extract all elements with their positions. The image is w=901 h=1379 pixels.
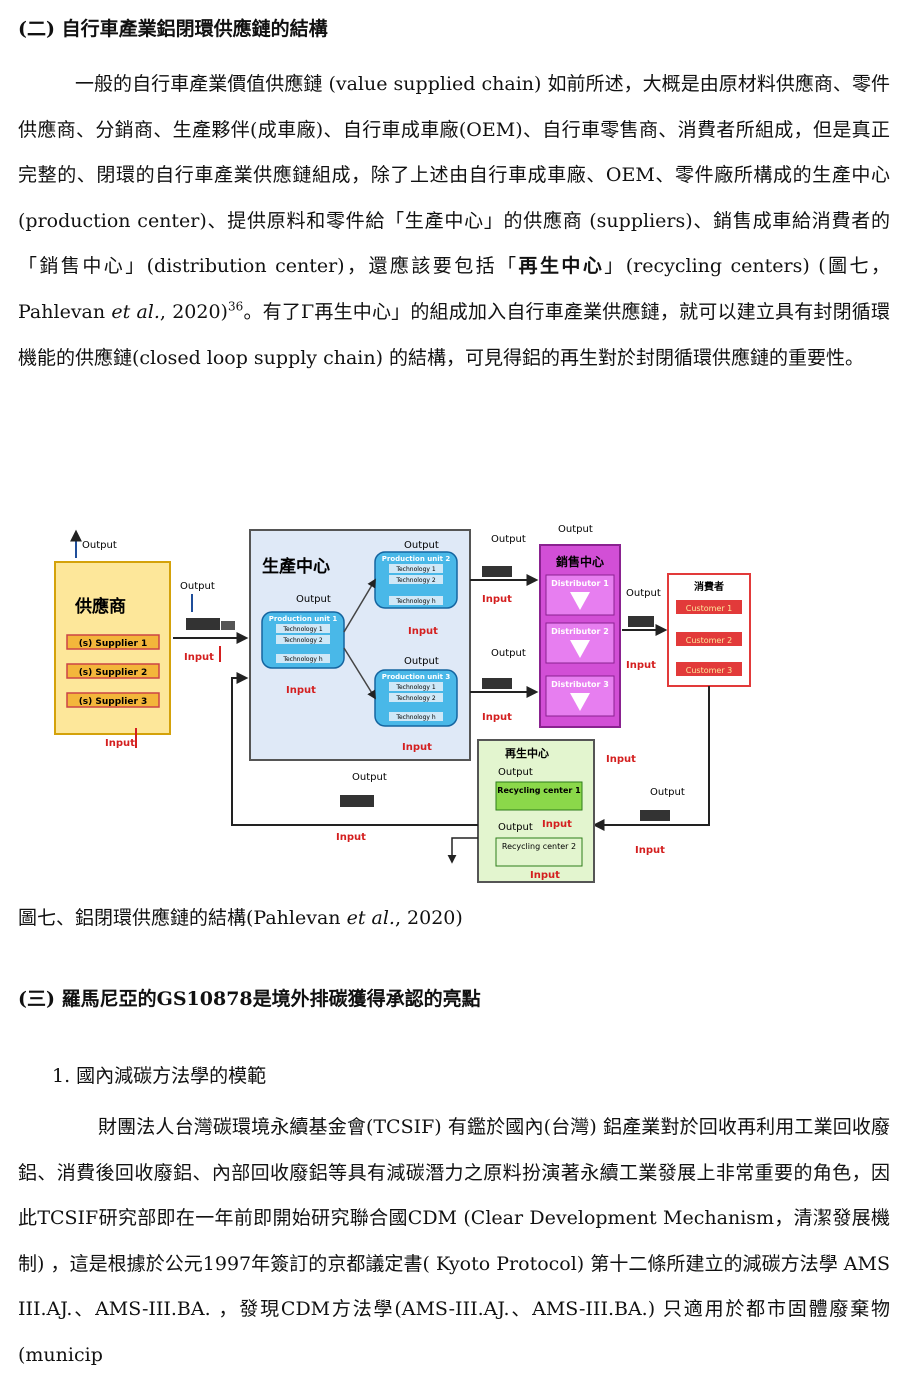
output-label: Output [626,588,661,599]
paragraph-text: , 2020) [159,300,228,323]
output-label: Output [491,648,526,659]
truck-icon [340,795,374,807]
input-label: Input [336,832,366,843]
production-unit: Production unit 3 Technology 1 Technolog… [374,669,458,727]
caption-italic-text: et al. [346,907,395,929]
output-label: Output [650,787,685,798]
supplier-list: (s) Supplier 1 (s) Supplier 2 (s) Suppli… [66,634,160,708]
production-center-label: 生產中心 [262,556,330,577]
input-label: Input [542,819,572,830]
technology-label: Technology 2 [282,637,323,644]
supplier-item: (s) Supplier 2 [79,668,148,678]
distributor-label: Distributor 2 [551,627,609,636]
subsection-heading: 1. 國內減碳方法學的模範 [52,1065,267,1087]
input-label: Input [482,594,512,605]
production-unit-label: Production unit 2 [382,555,451,563]
truck-icon [186,618,220,630]
customer-label: Customer 1 [686,604,733,613]
input-label: Input [402,742,432,753]
production-unit-label: Production unit 1 [269,615,338,623]
technology-label: Technology 1 [395,566,436,573]
footnote-ref[interactable]: 36 [227,299,244,314]
supplier-item: (s) Supplier 3 [79,697,148,707]
paragraph-text: 」(recycling centers) (圖七，Pahlevan [18,255,890,323]
technology-label: Technology 2 [395,577,436,584]
input-label: Input [184,652,214,663]
output-label: Output [296,594,331,605]
supplier-item: (s) Supplier 1 [79,639,148,649]
paragraph-italic-text: et al. [111,300,160,323]
caption-text: , 2020) [394,907,463,929]
paragraph-bold-text: 再生中心 [518,255,605,278]
customer-label: Customer 3 [686,666,733,675]
figure-caption: 圖七、鋁閉環供應鏈的結構(Pahlevan et al., 2020) [18,903,463,930]
production-unit: Production unit 1 Technology 1 Technolog… [261,611,345,669]
paragraph-text: 一般的自行車產業價值供應鏈 (value supplied chain) 如前所… [18,73,890,278]
technology-label: Technology 1 [395,684,436,691]
truck-icon [482,678,512,689]
input-label: Input [530,870,560,881]
input-label: Input [105,738,135,749]
section3-paragraph: 財團法人台灣碳環境永續基金會(TCSIF) 有鑑於國內(台灣) 鋁產業對於回收再… [18,1116,890,1366]
input-label: Input [606,754,636,765]
input-label: Input [286,685,316,696]
truck-icon [482,566,512,577]
recycling-unit-label: Recycling center 1 [497,786,581,795]
production-unit: Production unit 2 Technology 1 Technolog… [374,551,458,609]
output-label: Output [352,772,387,783]
output-label: Output [404,656,439,667]
distributor-label: Distributor 1 [551,579,609,588]
input-label: Input [635,845,665,856]
technology-label: Technology h [282,656,323,663]
closed-loop-supply-chain-figure: 供應商 (s) Supplier 1 (s) Supplier 2 (s) Su… [54,524,751,883]
supplier-center-label: 供應商 [74,596,126,617]
production-unit-label: Production unit 3 [382,673,451,681]
recycling-unit-label: Recycling center 2 [502,842,576,851]
customer-label: Customer 2 [686,636,733,645]
output-label: Output [498,822,533,833]
recycling-center-label: 再生中心 [505,746,549,760]
technology-label: Technology 1 [282,626,323,633]
output-label: Output [180,581,215,592]
section2-paragraph: 一般的自行車產業價值供應鏈 (value supplied chain) 如前所… [18,62,890,381]
distribution-center-label: 銷售中心 [556,554,604,569]
caption-text: 圖七、鋁閉環供應鏈的結構(Pahlevan [18,907,347,929]
truck-icon [628,616,654,627]
technology-label: Technology h [395,598,436,605]
section3-heading: (三) 羅馬尼亞的GS10878是境外排碳獲得承認的亮點 [18,988,481,1010]
output-label: Output [404,540,439,551]
distributor-label: Distributor 3 [551,680,609,689]
output-label: Output [558,524,593,535]
input-label: Input [626,660,656,671]
output-label: Output [491,534,526,545]
input-label: Input [408,626,438,637]
output-label: Output [498,767,533,778]
section2-heading: (二) 自行車產業鋁閉環供應鏈的結構 [18,18,328,40]
truck-icon [640,810,670,821]
paragraph-text: 。有了Γ再生中心」的組成加入自行車產業供應鏈，就可以建立具有封閉循環機能的供應鏈… [18,300,890,369]
technology-label: Technology 2 [395,695,436,702]
output-label: Output [82,540,117,551]
consumer-center-label: 消費者 [694,580,724,593]
technology-label: Technology h [395,714,436,721]
input-label: Input [482,712,512,723]
